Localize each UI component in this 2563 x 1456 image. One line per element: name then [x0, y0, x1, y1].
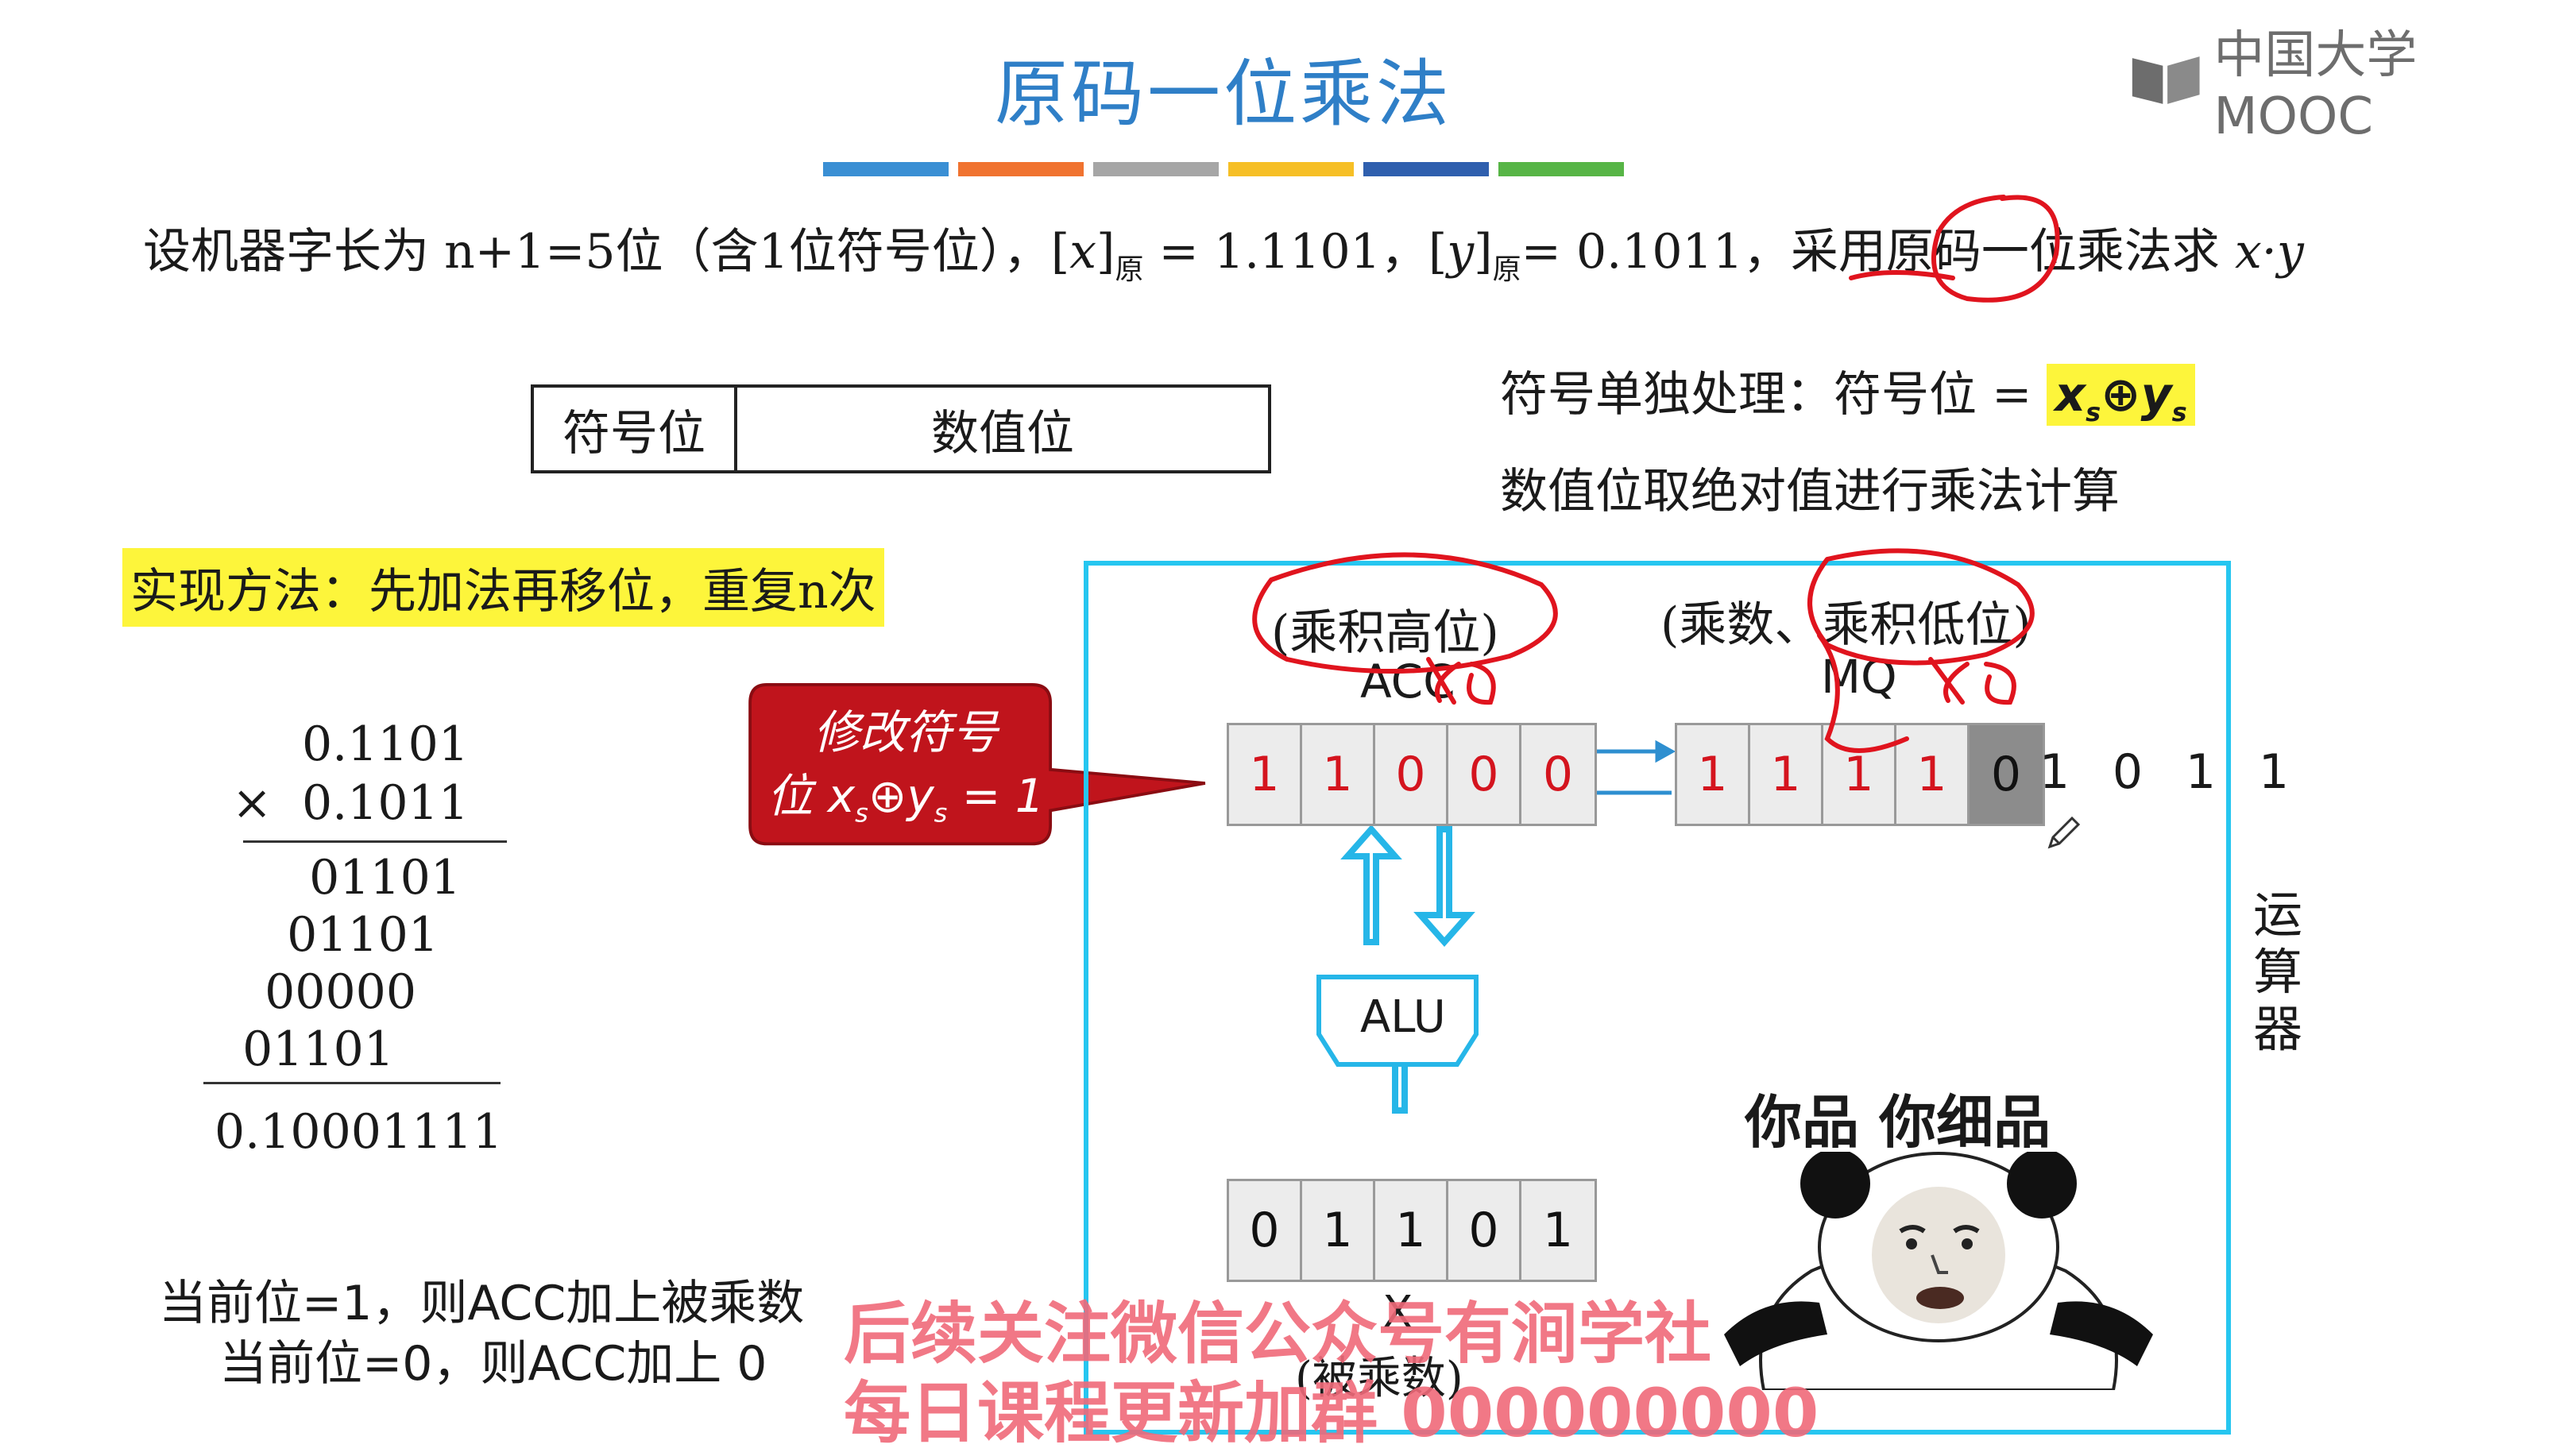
meme-caption: 你品 你细品 — [1745, 1089, 2051, 1156]
mq-register: 1 1 1 1 0 — [1675, 723, 2045, 826]
sign-rule: 符号单独处理：符号位 = xs⊕ys — [1500, 356, 2195, 427]
x-bit: 1 — [1521, 1181, 1595, 1280]
callout-sub: s — [934, 798, 948, 828]
formula-y: y — [2140, 367, 2172, 423]
mooc-logo: 中国大学MOOC — [2129, 14, 2563, 146]
problem-text: = 1.1101，[ — [1143, 224, 1448, 280]
watermark-line2: 每日课程更新加群 000000000 — [844, 1374, 1819, 1452]
sign-bit-cell: 符号位 — [534, 388, 737, 470]
color-bar — [1093, 162, 1219, 176]
pencil-cursor-icon — [2047, 816, 2081, 849]
value-rule: 数值位取绝对值进行乘法计算 — [1500, 464, 2120, 519]
divider-line — [203, 1082, 501, 1084]
formula-x: x — [2055, 367, 2086, 423]
acc-bit: 0 — [1375, 725, 1448, 824]
mq-bit: 1 — [1750, 725, 1823, 824]
xor-formula: xs⊕ys — [2047, 364, 2195, 427]
shifted-bit: 1 — [2039, 744, 2070, 800]
book-logo-icon — [2132, 56, 2200, 104]
problem-text: 设机器字长为 n+1=5位（含1位符号位），[ — [143, 224, 1070, 280]
acc-title: (乘积高位) — [1271, 605, 1499, 661]
color-bar — [823, 162, 949, 176]
mq-bit: 1 — [1896, 725, 1970, 824]
shifted-bit: 1 — [2185, 744, 2217, 800]
color-bar — [1363, 162, 1489, 176]
arithmetic-unit-label: 运算器 — [2253, 886, 2303, 1058]
x-bit: 0 — [1448, 1181, 1521, 1280]
mq-title: (乘数、乘积低位) — [1660, 597, 2031, 653]
formula-sub: s — [2086, 397, 2101, 427]
divider-line — [243, 840, 507, 843]
logo-text: 中国大学MOOC — [2213, 26, 2418, 146]
xor-symbol: ⊕ — [2101, 367, 2141, 423]
callout-part: = 1 — [947, 769, 1045, 823]
datapath-arrows — [1316, 740, 1676, 1114]
color-bar — [958, 162, 1084, 176]
problem-statement: 设机器字长为 n+1=5位（含1位符号位），[x]原 = 1.1101，[y]原… — [143, 213, 2304, 288]
color-bar — [1498, 162, 1624, 176]
multiplier: 0.1011 — [302, 775, 469, 831]
partial-product: 01101 — [287, 907, 439, 963]
note-bit-zero: 当前位=0，则ACC加上 0 — [219, 1336, 767, 1392]
x-register: 0 1 1 0 1 — [1227, 1179, 1597, 1282]
color-bar — [1228, 162, 1354, 176]
subscript-yuan: 原 — [1492, 253, 1521, 286]
alu-label: ALU — [1360, 991, 1446, 1043]
acc-label: ACC — [1360, 655, 1455, 709]
partial-product: 00000 — [265, 964, 416, 1020]
var-y: y — [1447, 224, 1475, 280]
method-highlight: 实现方法：先加法再移位，重复n次 — [122, 548, 884, 627]
var-x: x — [1069, 224, 1097, 280]
acc-bit: 1 — [1229, 725, 1302, 824]
shifted-bit: 0 — [2112, 744, 2144, 800]
sign-rule-text: 符号单独处理：符号位 = — [1500, 367, 2047, 423]
mq-bit: 1 — [1677, 725, 1750, 824]
partial-product: 01101 — [242, 1022, 394, 1077]
var-xy: x·y — [2234, 224, 2304, 280]
mq-shifted-out-bits: 1 0 1 1 — [2018, 723, 2310, 821]
multiplicand: 0.1101 — [302, 716, 469, 772]
note-bit-one: 当前位=1，则ACC加上被乘数 — [159, 1276, 805, 1331]
problem-text: ] — [1096, 224, 1115, 280]
mq-bit: 1 — [1823, 725, 1896, 824]
callout-line1: 修改符号 — [813, 705, 998, 759]
subscript-yuan: 原 — [1115, 253, 1144, 286]
watermark-line1: 后续关注微信公众号有涧学社 — [844, 1295, 1712, 1373]
x-bit: 1 — [1375, 1181, 1448, 1280]
panda-meme-image — [1724, 1152, 2153, 1390]
acc-bit: 0 — [1448, 725, 1521, 824]
callout-text: 修改符号 位 xs⊕ys = 1 — [763, 701, 1049, 845]
times-sign: × — [232, 775, 273, 831]
value-bits-cell: 数值位 — [931, 405, 1074, 462]
problem-text: ] — [1474, 224, 1493, 280]
callout-part: ⊕y — [868, 769, 934, 823]
acc-bit: 0 — [1521, 725, 1595, 824]
callout-part: 位 x — [767, 769, 856, 823]
acc-bit: 1 — [1302, 725, 1375, 824]
problem-text: = 0.1011，采用原码一位乘法求 — [1521, 224, 2235, 280]
x-bit: 0 — [1229, 1181, 1302, 1280]
formula-sub: s — [2171, 397, 2187, 427]
callout-bubble — [748, 683, 1206, 846]
callout-sub: s — [855, 798, 868, 828]
callout-line2: 位 xs⊕ys = 1 — [763, 764, 1049, 845]
title-color-bars — [823, 162, 1624, 176]
x-label: X — [1382, 1287, 1413, 1338]
bit-format-box: 符号位 数值位 — [531, 384, 1271, 473]
shifted-bit: 1 — [2258, 744, 2290, 800]
page-title: 原码一位乘法 — [994, 52, 1452, 137]
x-bit: 1 — [1302, 1181, 1375, 1280]
mq-current-bit: 0 — [1970, 725, 2043, 824]
mq-label: MQ — [1821, 650, 1897, 704]
acc-register: 1 1 0 0 0 — [1227, 723, 1597, 826]
product-result: 0.10001111 — [215, 1104, 503, 1160]
partial-product: 01101 — [309, 850, 461, 906]
